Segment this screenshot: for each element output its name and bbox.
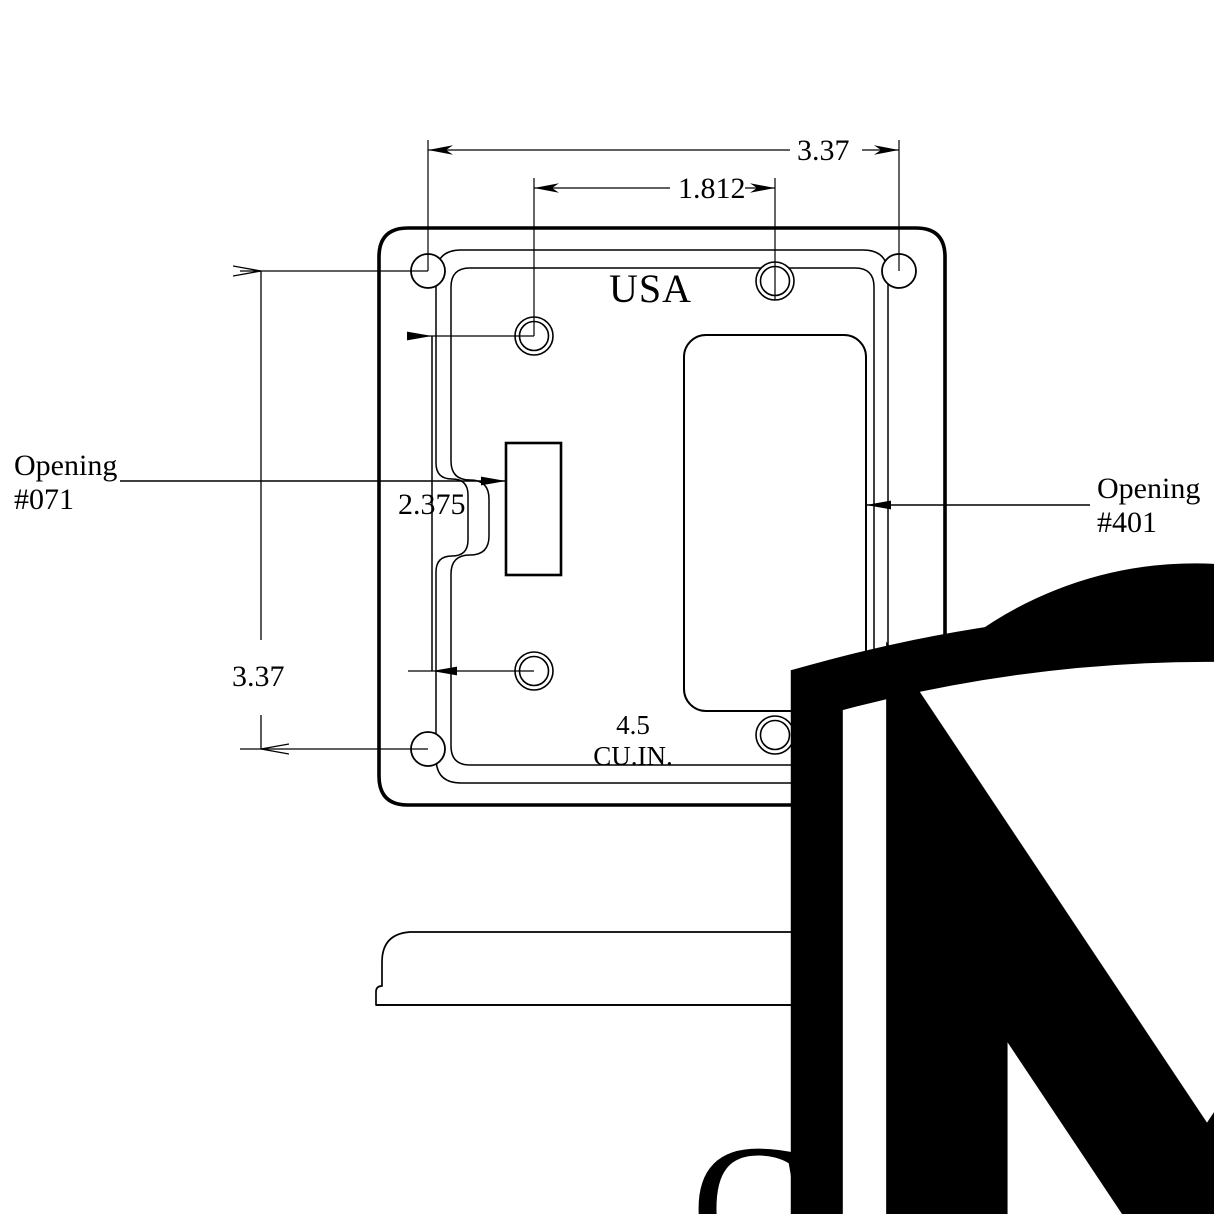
opening-071-toggle <box>504 441 563 577</box>
callout-opening-401-line2: #401 <box>1097 505 1157 539</box>
screw-hole-lower-right <box>755 715 795 755</box>
callout-opening-071-line2: #071 <box>14 482 74 516</box>
dimension-label-width: 3.37 <box>797 134 850 167</box>
callout-opening-401-line1: Opening <box>1097 472 1201 505</box>
callout-opening-401: Opening #401 <box>1097 472 1200 539</box>
dimension-label-height: 3.37 <box>232 660 285 693</box>
opening-401-decora <box>683 334 867 712</box>
dimension-label-hole-spacing-vertical: 2.375 <box>398 488 466 521</box>
manufacturer-mark-m-glyph <box>886 641 1214 1214</box>
callout-opening-071: Opening #071 <box>14 449 117 516</box>
plate-marking-volume: 4.5 CU.IN. <box>573 710 693 772</box>
manufacturer-mark: 72 BUDA,IL <box>600 560 1214 1214</box>
plate-marking-volume-value: 4.5 <box>616 710 650 740</box>
ul-mark-c-text: C <box>691 1109 808 1214</box>
plate-marking-usa: USA <box>609 266 693 311</box>
ul-certification-mark: UL C US <box>588 388 1214 1214</box>
callout-opening-071-line1: Opening <box>14 449 118 482</box>
dimension-label-hole-spacing-horizontal: 1.812 <box>678 172 746 205</box>
plate-marking-volume-units: CU.IN. <box>593 741 673 772</box>
manufacturer-mark-svg: 72 BUDA,IL <box>790 609 1214 1214</box>
